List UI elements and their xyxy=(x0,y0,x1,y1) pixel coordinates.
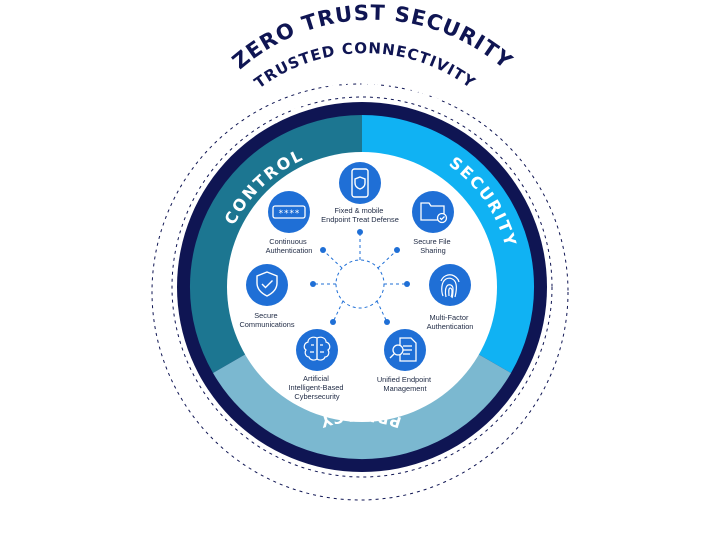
node-label-line: Secure File xyxy=(413,237,450,246)
brain-icon xyxy=(303,336,331,361)
node-label-line: Continuous xyxy=(269,237,307,246)
spoke-dot xyxy=(310,281,316,287)
inner-dashed-ring xyxy=(171,96,553,478)
node-label-line: Intelligent-Based xyxy=(288,383,343,392)
node-label-line: Multi-Factor xyxy=(429,313,469,322)
node-label-line: Secure xyxy=(254,311,277,320)
spoke-dot xyxy=(330,319,336,325)
node-uem: Unified Endpoint Management xyxy=(377,329,433,393)
spoke-dot xyxy=(357,229,363,235)
fingerprint-icon xyxy=(440,274,460,299)
node-label-line: Authentication xyxy=(266,246,313,255)
node-label-line: Fixed & mobile xyxy=(335,206,384,215)
password-field-icon: **** xyxy=(272,205,306,219)
node-label-line: Sharing xyxy=(420,246,445,255)
node-circle xyxy=(339,162,381,204)
svg-text:Artificial Intelligent-B: Artificial Intelligent-Based Cybersecuri… xyxy=(288,374,345,401)
diagram-title: ZERO TRUST SECURITY xyxy=(228,1,517,74)
svg-text:Unified Endpoint Managem: Unified Endpoint Management xyxy=(377,375,433,393)
shield-check-icon xyxy=(256,271,278,297)
spoke-dots xyxy=(310,229,410,325)
svg-text:Multi-Factor Authenticat: Multi-Factor Authentication xyxy=(427,313,474,331)
node-label-line: Management xyxy=(383,384,426,393)
node-cont-auth: **** Continuous Authentication xyxy=(266,191,313,255)
node-secure-file: Secure File Sharing xyxy=(412,191,454,255)
node-label-line: Authentication xyxy=(427,322,474,331)
document-magnifier-icon xyxy=(389,337,417,362)
spoke-dot xyxy=(384,319,390,325)
node-circle xyxy=(246,264,288,306)
node-label-line: Artificial xyxy=(303,374,329,383)
spoke xyxy=(324,251,343,269)
outer-dashed-ring xyxy=(151,83,569,501)
node-fixed-mobile: Fixed & mobile Endpoint Treat Defense xyxy=(321,162,399,224)
svg-text:Fixed & mobile Endpoint: Fixed & mobile Endpoint Treat Defense xyxy=(321,206,399,224)
spoke-dot xyxy=(394,247,400,253)
hub xyxy=(315,234,405,321)
svg-text:Secure File Sharing: Secure File Sharing xyxy=(413,237,452,255)
mobile-shield-icon xyxy=(351,168,369,198)
node-circle xyxy=(268,191,310,233)
node-ai: Artificial Intelligent-Based Cybersecuri… xyxy=(288,329,345,401)
svg-text:Secure Communications: Secure Communications xyxy=(239,311,294,329)
spoke-dot xyxy=(404,281,410,287)
node-mfa: Multi-Factor Authentication xyxy=(427,264,474,331)
node-label-line: Communications xyxy=(239,320,294,329)
spoke-dot xyxy=(320,247,326,253)
spoke xyxy=(377,251,396,269)
node-secure-comm: Secure Communications xyxy=(239,264,295,329)
node-label-line: Endpoint Treat Defense xyxy=(321,215,399,224)
svg-text:****: **** xyxy=(278,209,300,219)
svg-text:Continuous Authenticatio: Continuous Authentication xyxy=(266,237,313,255)
node-label-line: Unified Endpoint xyxy=(377,375,431,384)
folder-check-icon xyxy=(420,202,448,224)
node-label-line: Cybersecurity xyxy=(294,392,339,401)
node-circle xyxy=(412,191,454,233)
